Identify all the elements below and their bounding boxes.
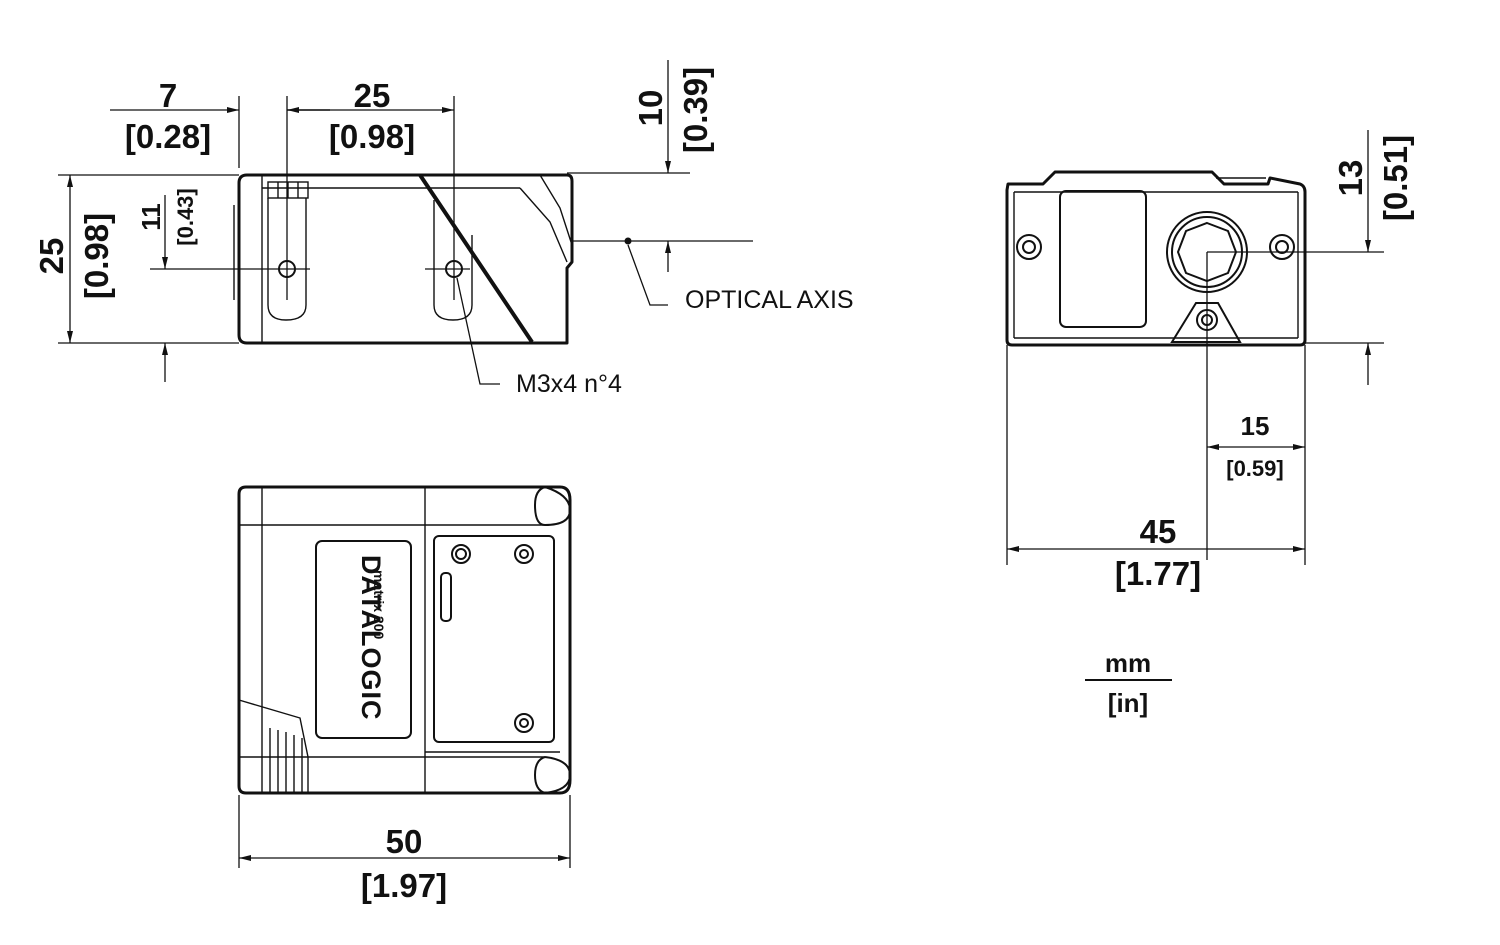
dim-11-in: [0.43] xyxy=(173,188,198,245)
units-legend: mm [in] xyxy=(1085,648,1172,718)
dim-11-mm: 11 xyxy=(136,203,166,231)
side-body-outline xyxy=(237,173,574,345)
dim-25-top-in: [0.98] xyxy=(329,118,415,155)
screw-icon xyxy=(1016,234,1042,260)
panel-screw-icon xyxy=(514,544,534,564)
top-view: DATALOGIC matrix 200 50 [1.97] xyxy=(237,485,572,904)
dim-25-top-mm: 25 xyxy=(354,77,391,114)
front-view: 13 [0.51] 15 [0.59] 45 [1.77] xyxy=(1005,130,1414,592)
dim-50-mm: 50 xyxy=(386,823,423,860)
top-body-outline xyxy=(237,485,572,795)
brand-logo: DATALOGIC xyxy=(356,555,386,720)
dim-25-left-mm: 25 xyxy=(33,238,70,275)
dim-15-in: [0.59] xyxy=(1226,456,1283,481)
brand-plate xyxy=(315,540,412,739)
dim-15-mm: 15 xyxy=(1241,411,1270,441)
dim-45-in: [1.77] xyxy=(1115,555,1201,592)
bottom-mount-icon xyxy=(1170,302,1242,343)
dim-45-mm: 45 xyxy=(1140,513,1177,550)
units-in: [in] xyxy=(1108,688,1148,718)
optical-axis-label: OPTICAL AXIS xyxy=(685,286,854,314)
dim-25-left-in: [0.98] xyxy=(78,213,115,299)
side-view: OPTICAL AXIS M3x4 n°4 7 [0.28] 25 [0.98]… xyxy=(33,60,854,398)
panel-screw-icon xyxy=(514,713,534,733)
dim-10-in: [0.39] xyxy=(677,67,714,153)
dim-13-mm: 13 xyxy=(1332,160,1369,197)
units-mm: mm xyxy=(1105,648,1151,678)
dim-10-mm: 10 xyxy=(632,90,669,127)
screw-icon xyxy=(1269,234,1295,260)
front-body-outline xyxy=(1005,170,1307,347)
dim-7-in: [0.28] xyxy=(125,118,211,155)
panel-screw-icon xyxy=(451,544,471,564)
model-name: matrix 200 xyxy=(371,570,387,639)
dim-50-in: [1.97] xyxy=(361,867,447,904)
dim-13-in: [0.51] xyxy=(1377,135,1414,221)
dim-7-mm: 7 xyxy=(159,77,177,114)
window-icon xyxy=(1059,190,1147,328)
thread-label: M3x4 n°4 xyxy=(516,370,622,398)
access-panel xyxy=(433,535,555,743)
